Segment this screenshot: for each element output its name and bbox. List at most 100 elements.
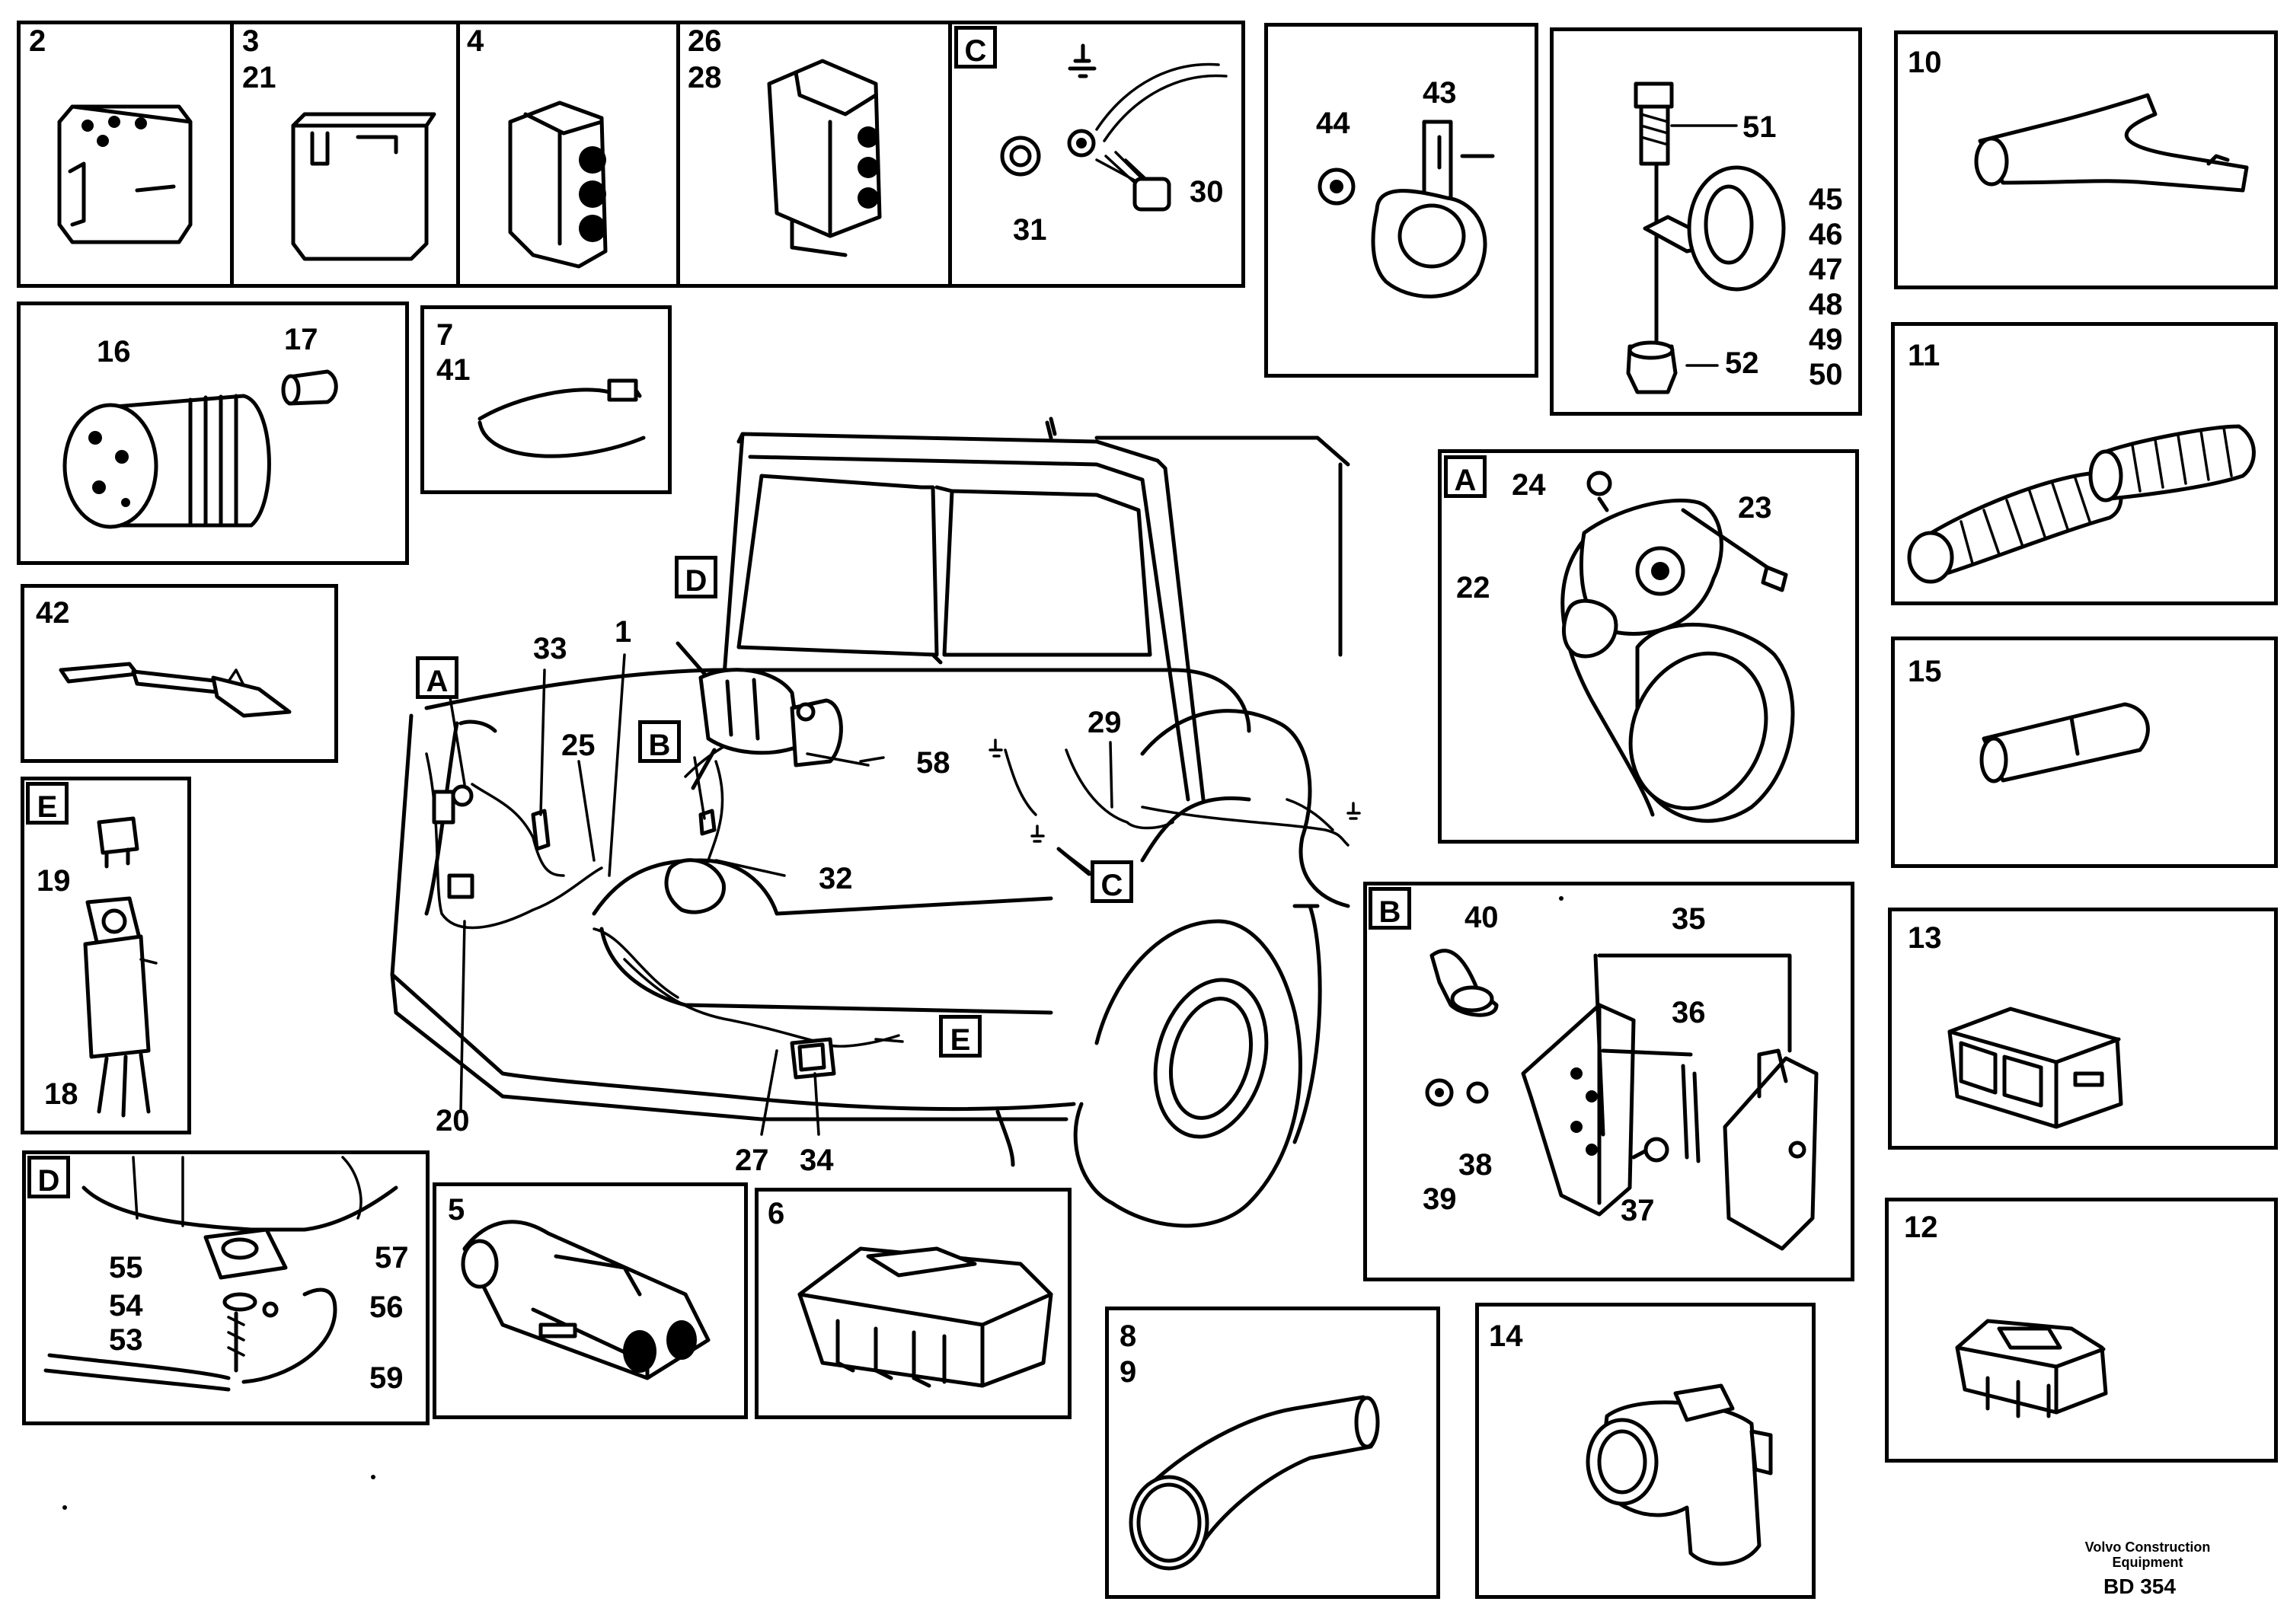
part-number: 21 [242,61,276,94]
connector-16-drawing [62,369,338,529]
bellows-11-drawing [1907,424,2256,584]
part-number: 23 [1738,491,1772,525]
part-number: 55 [109,1251,143,1284]
part-number: 56 [369,1291,404,1324]
panel-part-7 [420,305,672,494]
part-number: 31 [1013,213,1047,247]
part-number: 49 [1809,323,1843,356]
part-number: 46 [1809,218,1843,251]
connector-26-drawing [767,59,882,257]
part-number: 9 [1120,1355,1137,1389]
brand-line-1: Volvo Construction [2084,1539,2211,1555]
part-number: 57 [375,1241,409,1275]
part-number: 13 [1908,921,1942,955]
drawing-code: BD 354 [2103,1575,2176,1598]
part-number: 11 [1908,339,1940,372]
part-number: 52 [1725,346,1759,380]
part-number: 50 [1809,358,1843,391]
bolt-grommet-drawing [1626,81,1786,394]
part-number: 38 [1458,1148,1493,1182]
part-number: 15 [1908,655,1942,688]
part-number: 12 [1904,1211,1938,1244]
main-tag-e: E [939,1015,982,1058]
main-tag-b: B [638,720,681,763]
part-number: 22 [1456,571,1490,605]
part-number: 54 [109,1289,143,1322]
horn-a-drawing [1560,471,1795,823]
boot-8-drawing [1129,1395,1380,1571]
part-number: 53 [109,1323,143,1357]
sleeve-15-drawing [1979,702,2150,783]
part-number: 3 [242,24,260,58]
part-number: 41 [436,353,471,387]
part-number: 14 [1489,1319,1523,1353]
part-number: 18 [44,1077,78,1111]
part-number: 39 [1423,1182,1457,1216]
part-number: 47 [1809,253,1843,286]
part-number: 10 [1908,46,1942,79]
machine-overview-drawing [62,416,1564,1510]
part-number: 36 [1672,996,1706,1029]
fuse-link-42-drawing [59,662,292,718]
y-sleeve-10-drawing [1974,93,2249,193]
tank-bolt-d-drawing [43,1156,398,1392]
part-number: 16 [97,335,131,369]
part-number: 7 [436,318,454,352]
part-number: 8 [1120,1319,1137,1353]
detail-tag-c: C [954,26,997,69]
part-number: 34 [800,1144,834,1177]
part-number: 6 [768,1197,785,1230]
part-number: 5 [448,1193,465,1227]
main-tag-d: D [675,556,717,598]
connector-4-drawing [508,101,608,269]
part-number: 35 [1672,902,1706,936]
detail-tag-b: B [1369,887,1411,930]
part-number: 32 [819,862,853,895]
connector-13-drawing [1947,1007,2123,1129]
part-number: 33 [533,632,567,665]
panel-detail-d [22,1150,430,1425]
clamp-43-drawing [1318,120,1495,298]
part-number: 59 [369,1361,404,1395]
panel-part-12 [1885,1198,2278,1463]
part-number: 58 [916,746,950,780]
connector-12-drawing [1955,1319,2108,1418]
ground-strap-drawing [1000,43,1228,212]
main-tag-c: C [1091,860,1133,903]
part-number: 28 [688,61,722,94]
part-number: 26 [688,24,722,58]
part-number: 4 [467,24,484,58]
part-number: 40 [1465,901,1499,934]
brand-label: Volvo Construction Equipment [2056,1539,2239,1570]
relay-2-drawing [57,104,193,244]
cable-tie-drawing [478,378,646,458]
part-number: 43 [1423,76,1457,110]
relay-3-drawing [291,112,436,261]
fuse-holder-e-drawing [83,816,158,1118]
part-number: 29 [1088,706,1122,739]
part-number: 45 [1809,183,1843,216]
part-number: 2 [29,24,46,58]
detail-tag-a: A [1444,455,1487,498]
part-number: 17 [284,323,318,356]
brand-line-2: Equipment [2112,1555,2183,1570]
part-number: 30 [1190,175,1224,209]
part-number: 51 [1742,110,1777,144]
elbow-14-drawing [1586,1383,1773,1566]
part-number: 42 [36,596,70,630]
part-number: 27 [735,1144,769,1177]
detail-tag-d: D [27,1156,70,1198]
part-number: 19 [37,864,71,898]
connector-5-drawing [461,1220,711,1380]
part-number: 44 [1316,107,1350,140]
part-number: 25 [561,729,596,762]
connector-block-b-drawing [1425,949,1819,1251]
part-number: 24 [1512,468,1546,502]
connector-6-drawing [797,1246,1053,1388]
part-number: 1 [615,615,632,649]
part-number: 37 [1621,1194,1655,1227]
panel-part-15 [1891,637,2278,868]
part-number: 48 [1809,288,1843,321]
detail-tag-e: E [26,782,69,825]
